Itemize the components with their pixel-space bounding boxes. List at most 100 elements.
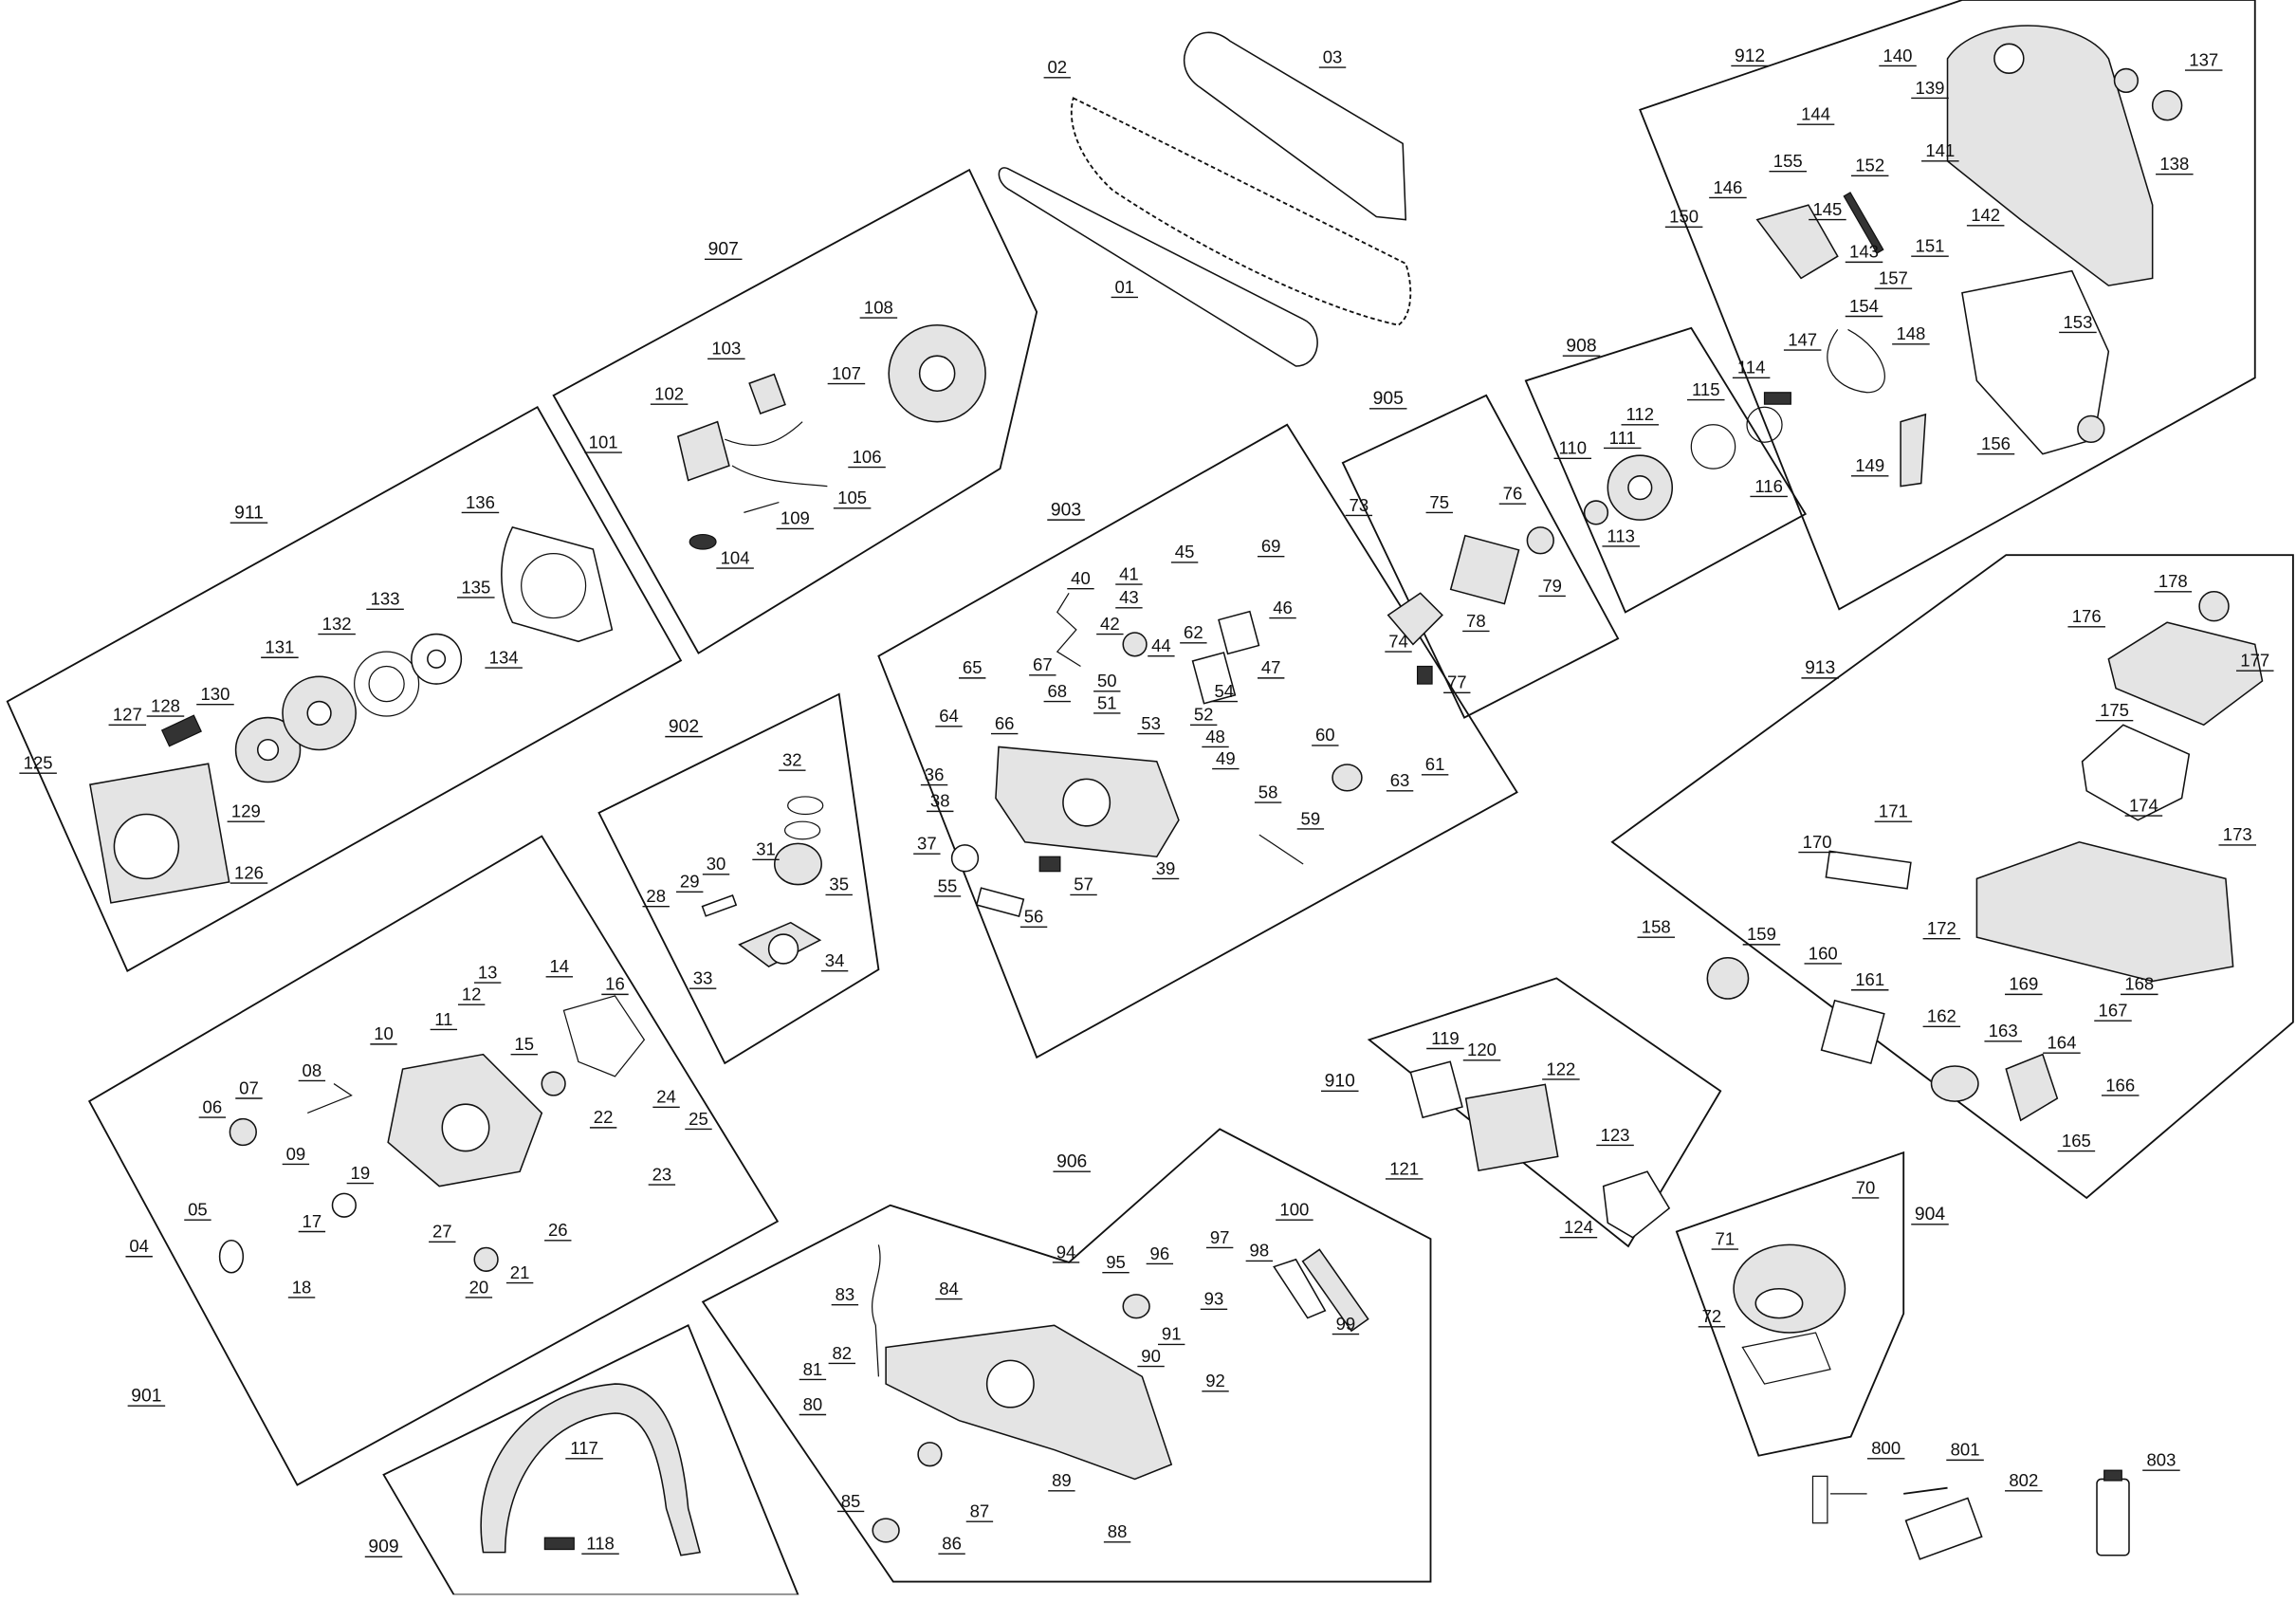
part-label-03: 03 — [1323, 46, 1343, 66]
crank-web — [767, 933, 799, 965]
part-label-16: 16 — [605, 974, 625, 994]
clutch-drum-hub — [1627, 475, 1653, 501]
part-label-170: 170 — [1803, 832, 1832, 852]
part-label-149: 149 — [1855, 455, 1884, 475]
manual-802 — [1904, 1497, 1983, 1560]
bearing-21 — [473, 1246, 499, 1272]
part-label-62: 62 — [1184, 622, 1203, 642]
disc-133-hub — [427, 649, 447, 669]
part-label-45: 45 — [1175, 542, 1195, 562]
part-label-143: 143 — [1849, 242, 1879, 262]
part-label-66: 66 — [995, 713, 1015, 733]
plate-114 — [1763, 392, 1791, 405]
part-label-125: 125 — [24, 753, 53, 773]
worm-44 — [1122, 632, 1148, 657]
part-label-29: 29 — [680, 872, 700, 892]
cap-178 — [2198, 591, 2230, 622]
part-label-34: 34 — [825, 950, 845, 970]
part-label-800: 800 — [1871, 1438, 1901, 1458]
part-label-129: 129 — [231, 801, 261, 821]
bushing-85 — [872, 1518, 900, 1543]
part-label-94: 94 — [1056, 1242, 1076, 1261]
part-label-173: 173 — [2223, 824, 2252, 844]
part-label-24: 24 — [656, 1087, 676, 1107]
part-label-111: 111 — [1609, 428, 1636, 448]
bushing-95 — [1122, 1294, 1150, 1319]
part-label-145: 145 — [1812, 199, 1842, 219]
part-label-155: 155 — [1773, 151, 1803, 171]
part-label-11: 11 — [434, 1009, 452, 1029]
part-label-28: 28 — [646, 886, 666, 906]
part-label-65: 65 — [963, 657, 983, 677]
part-label-176: 176 — [2072, 606, 2102, 626]
group-907-outline — [552, 168, 1038, 654]
group-903-outline — [877, 423, 1518, 1059]
part-label-148: 148 — [1896, 323, 1925, 343]
part-label-58: 58 — [1258, 782, 1278, 801]
part-label-69: 69 — [1261, 536, 1281, 556]
brake-lever-146 — [1755, 204, 1839, 280]
bearing-113 — [1583, 500, 1609, 525]
part-label-166: 166 — [2105, 1075, 2135, 1095]
plate-05 — [218, 1239, 245, 1274]
part-label-86: 86 — [942, 1534, 962, 1554]
top-cover-176 — [2107, 621, 2264, 727]
piston-35 — [774, 842, 822, 886]
part-label-10: 10 — [374, 1023, 394, 1043]
bearing-06 — [229, 1117, 257, 1147]
part-label-01: 01 — [1114, 277, 1134, 297]
part-label-96: 96 — [1150, 1243, 1170, 1263]
plate-62 — [1218, 610, 1260, 655]
part-label-19: 19 — [351, 1163, 371, 1183]
switch-104 — [689, 533, 717, 550]
part-label-120: 120 — [1467, 1040, 1497, 1059]
part-label-47: 47 — [1261, 657, 1281, 677]
group-912-outline — [1639, 0, 2256, 611]
group-904-outline — [1675, 1151, 1905, 1457]
part-label-05: 05 — [188, 1200, 208, 1220]
part-label-80: 80 — [803, 1394, 823, 1414]
part-label-171: 171 — [1879, 801, 1908, 821]
part-label-06: 06 — [203, 1096, 223, 1116]
flywheel-131-hub — [306, 700, 332, 727]
bearing-60 — [1332, 764, 1363, 792]
plate-75 — [1449, 534, 1520, 605]
part-label-137: 137 — [2189, 49, 2218, 69]
part-label-38: 38 — [930, 791, 950, 811]
part-label-127: 127 — [113, 705, 142, 725]
part-label-175: 175 — [2100, 700, 2129, 720]
group-label-907: 907 — [708, 240, 739, 260]
group-label-903: 903 — [1051, 500, 1081, 520]
part-label-33: 33 — [693, 968, 713, 988]
part-label-42: 42 — [1100, 614, 1120, 634]
part-label-53: 53 — [1141, 713, 1161, 733]
group-906-outline — [701, 1128, 1432, 1583]
part-label-172: 172 — [1927, 918, 1956, 938]
part-label-152: 152 — [1855, 156, 1884, 175]
trigger-99 — [1301, 1248, 1369, 1333]
part-label-83: 83 — [836, 1284, 855, 1304]
carb-163 — [1930, 1065, 1979, 1102]
part-label-40: 40 — [1071, 568, 1091, 588]
ring-32b — [783, 820, 821, 840]
group-label-913: 913 — [1805, 658, 1835, 678]
part-label-114: 114 — [1737, 358, 1766, 377]
part-label-146: 146 — [1713, 177, 1742, 197]
part-label-37: 37 — [917, 834, 937, 854]
part-label-22: 22 — [594, 1107, 614, 1127]
part-label-63: 63 — [1390, 770, 1410, 790]
band-148 — [1827, 328, 1885, 394]
part-label-27: 27 — [432, 1222, 452, 1242]
part-label-803: 803 — [2146, 1450, 2176, 1470]
part-label-164: 164 — [2047, 1033, 2076, 1053]
part-label-135: 135 — [461, 577, 490, 597]
group-label-904: 904 — [1915, 1205, 1945, 1225]
part-label-04: 04 — [129, 1236, 149, 1256]
part-label-139: 139 — [1916, 78, 1945, 98]
part-label-02: 02 — [1047, 57, 1067, 77]
group-902-outline — [597, 692, 880, 1065]
part-label-177: 177 — [2240, 651, 2269, 671]
part-label-26: 26 — [548, 1220, 568, 1240]
plate-161 — [1820, 999, 1885, 1064]
part-label-25: 25 — [689, 1109, 708, 1129]
